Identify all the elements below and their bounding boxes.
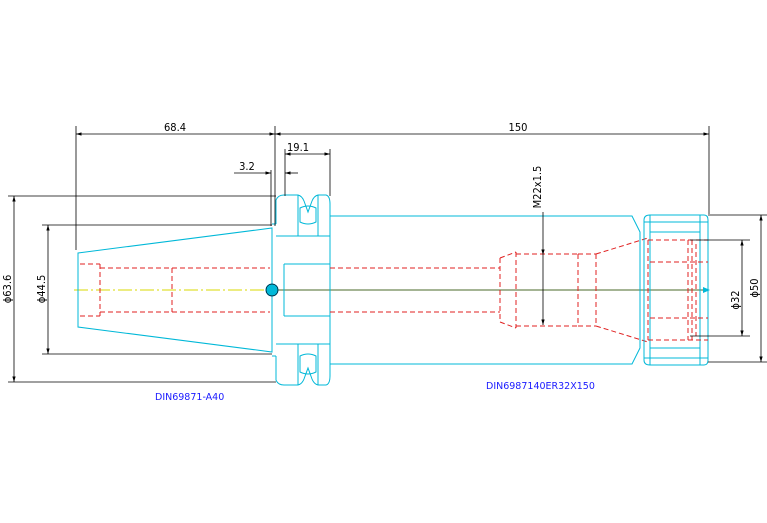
taper-bore-hidden: [80, 263, 270, 317]
dim-flange-length: 19.1: [287, 141, 309, 154]
tool-body: [330, 215, 641, 365]
dim-taper-diameter: ϕ44.5: [35, 275, 48, 304]
dim-total-length: 150: [509, 121, 528, 134]
dim-collet-diameter: ϕ50: [748, 278, 761, 297]
flange: [272, 194, 331, 386]
taper-shank: [77, 227, 273, 353]
part-label-holder: DIN6987140ER32X150: [486, 381, 595, 392]
body-bore-hidden: [330, 237, 649, 343]
dim-taper-length: 68.4: [164, 121, 186, 134]
part-label-taper: DIN69871-A40: [155, 392, 224, 403]
dim-gap-length: 3.2: [239, 160, 255, 173]
dim-bore-diameter: ϕ32: [729, 290, 742, 309]
dim-flange-diameter: ϕ63.6: [1, 275, 14, 304]
dim-thread: M22x1.5: [531, 166, 544, 209]
